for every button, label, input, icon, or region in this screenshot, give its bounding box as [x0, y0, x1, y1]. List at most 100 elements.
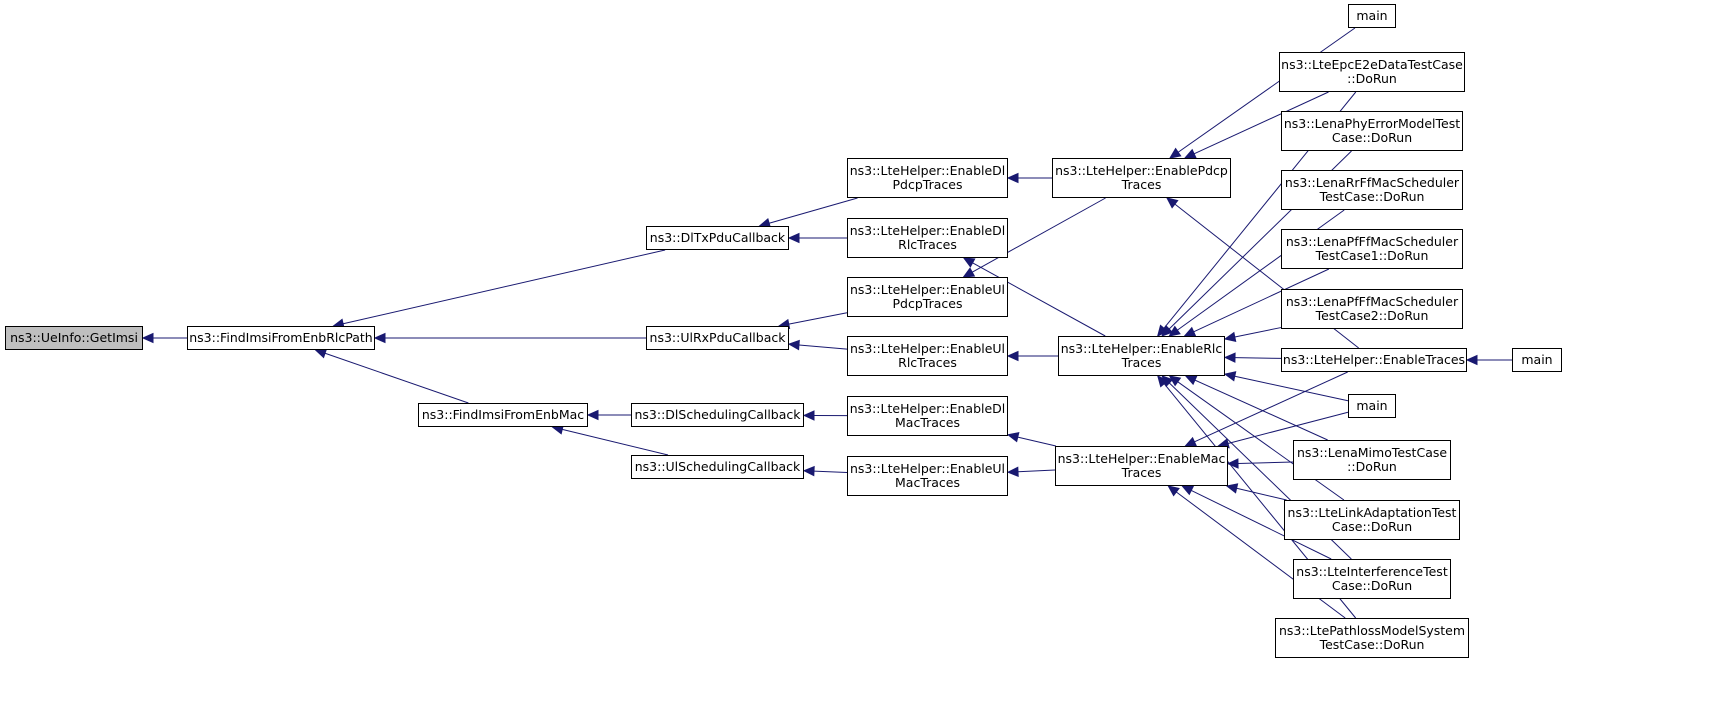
node-label-line: Case::DoRun [1331, 130, 1413, 145]
edge-arrowhead [787, 232, 800, 244]
node-label-line: ns3::LteHelper::EnableUl [849, 461, 1006, 476]
node-label-line: ::DoRun [1347, 71, 1397, 86]
node-label-line: ns3::FindImsiFromEnbMac [421, 407, 585, 422]
node-label-line: ns3::DlSchedulingCallback [634, 407, 801, 422]
edge-en_dl_pdcp-to-dltxpdu [768, 197, 858, 224]
node-main-top[interactable]: main [1348, 4, 1396, 28]
edge-interf-to-en_mac [1191, 489, 1332, 560]
edge-arrowhead [1168, 147, 1182, 159]
node-label-line: Case::DoRun [1331, 578, 1413, 593]
node-label-line: main [1356, 398, 1388, 413]
node-dl-scheduling-callback[interactable]: ns3::DlSchedulingCallback [631, 403, 804, 427]
node-label-line: ns3::LteLinkAdaptationTest [1287, 505, 1457, 520]
edge-arrowhead [1184, 375, 1198, 386]
edge-arrowhead [1223, 331, 1237, 343]
edge-en_ul_mac-to-ulsched [813, 470, 848, 474]
node-label-line: PdcpTraces [892, 296, 963, 311]
node-label-line: ns3::LteHelper::EnableUl [849, 341, 1006, 356]
node-dl-tx-pdu-callback[interactable]: ns3::DlTxPduCallback [646, 226, 789, 250]
node-label-line: MacTraces [895, 475, 960, 490]
node-label-line: RlcTraces [898, 237, 957, 252]
node-find-imsi-from-enb-rlc-path[interactable]: ns3::FindImsiFromEnbRlcPath [187, 326, 375, 350]
node-label-line: ns3::UeInfo::GetImsi [10, 330, 138, 345]
edge-en_mac-to-en_ul_mac [1017, 469, 1056, 473]
node-label-line: Traces [1121, 465, 1162, 480]
edge-arrowhead [787, 339, 800, 351]
edge-arrowhead [1167, 485, 1180, 497]
node-lena-mimo-test-case-dorun[interactable]: ns3::LenaMimoTestCase::DoRun [1293, 440, 1451, 480]
edge-main_mid-to-en_rlc [1234, 375, 1349, 402]
edge-dltxpdu-to-findimsi_rlcpath [343, 249, 666, 325]
node-ul-scheduling-callback[interactable]: ns3::UlSchedulingCallback [631, 455, 804, 479]
node-lte-epc-e2e-data-test-case-dorun[interactable]: ns3::LteEpcE2eDataTestCase::DoRun [1279, 52, 1465, 92]
node-label-line: TestCase::DoRun [1319, 637, 1425, 652]
edge-arrowhead [1183, 148, 1197, 159]
node-label-line: ns3::LteHelper::EnableDl [849, 163, 1006, 178]
node-label-line: TestCase::DoRun [1319, 189, 1425, 204]
edge-en_rlc-to-en_dl_rlc [972, 262, 1106, 337]
edge-arrowhead [1006, 432, 1020, 443]
edge-en_traces-to-en_rlc [1234, 357, 1282, 359]
node-ueinfo-getimsi: ns3::UeInfo::GetImsi [5, 326, 143, 350]
edge-en_ul_rlc-to-ulrxpdu [798, 344, 848, 350]
edge-en_pdcp-to-en_ul_pdcp [971, 197, 1106, 273]
node-label-line: ns3::LteHelper::EnableTraces [1282, 352, 1466, 367]
edge-arrowhead [802, 410, 815, 421]
node-label-line: ns3::LenaPhyErrorModelTest [1283, 116, 1461, 131]
edge-arrowhead [1161, 324, 1174, 337]
edge-pf_ff2-to-en_rlc [1234, 327, 1282, 338]
node-find-imsi-from-enb-mac[interactable]: ns3::FindImsiFromEnbMac [418, 403, 588, 427]
edge-link_adapt-to-en_mac [1236, 487, 1287, 501]
edge-arrowhead [1223, 371, 1237, 382]
node-label-line: ns3::LenaPfFfMacScheduler [1285, 234, 1459, 249]
node-main-right[interactable]: main [1512, 348, 1562, 372]
node-label-line: Traces [1121, 355, 1162, 370]
node-main-middle[interactable]: main [1348, 394, 1396, 418]
edge-arrowhead [1183, 326, 1197, 337]
edge-arrowhead [1168, 375, 1182, 387]
edge-findimsi_mac-to-findimsi_rlcpath [324, 352, 469, 404]
edge-arrowhead [314, 348, 328, 359]
node-ul-rx-pdu-callback[interactable]: ns3::UlRxPduCallback [646, 326, 789, 350]
edge-en_traces-to-en_mac [1194, 371, 1348, 443]
edge-arrowhead [1223, 352, 1236, 363]
node-label-line: main [1356, 8, 1388, 23]
node-label-line: ns3::LteHelper::EnableUl [849, 282, 1006, 297]
edge-pf_ff1-to-en_rlc [1193, 268, 1330, 333]
edge-arrowhead [962, 267, 976, 278]
edge-arrowhead [373, 332, 386, 344]
node-label-line: ns3::LteHelper::EnablePdcp [1055, 163, 1228, 178]
edge-arrowhead [141, 332, 154, 344]
node-label-line: TestCase2::DoRun [1315, 308, 1429, 323]
edge-arrowhead [1168, 325, 1181, 337]
node-label-line: ns3::LteHelper::EnableMac [1057, 451, 1226, 466]
edge-arrowhead [1006, 172, 1019, 184]
edge-arrowhead [1465, 354, 1478, 366]
node-label-line: ::DoRun [1347, 459, 1397, 474]
node-enable-traces[interactable]: ns3::LteHelper::EnableTraces [1281, 348, 1467, 372]
node-label-line: ns3::LteHelper::EnableDl [849, 223, 1006, 238]
edge-arrowhead [586, 409, 599, 421]
node-label-line: Traces [1121, 177, 1162, 192]
node-label-line: ns3::LenaPfFfMacScheduler [1285, 294, 1459, 309]
edge-en_mac-to-en_dl_mac [1017, 436, 1057, 447]
node-label-line: PdcpTraces [892, 177, 963, 192]
node-label-line: ns3::LteEpcE2eDataTestCase [1281, 57, 1463, 72]
edge-mimo-to-en_rlc [1194, 379, 1328, 441]
